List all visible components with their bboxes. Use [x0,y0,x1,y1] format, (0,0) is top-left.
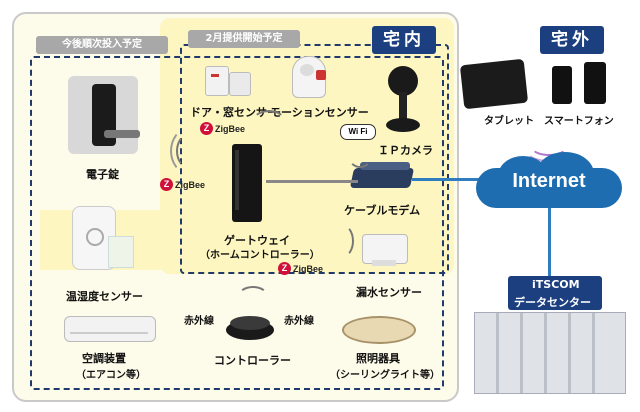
door-lock-label: 電子錠 [86,168,119,181]
outside-title: 宅外 [540,26,604,54]
home-title: 宅内 [372,26,436,54]
thermo-sensor-image [72,206,134,276]
motion-sensor-label: モーションセンサー [270,106,369,119]
datacenter-image [474,312,626,394]
thermo-sensor-label: 温湿度センサー [66,290,143,303]
lighting-image [342,312,416,344]
motion-sensor-image [286,56,336,100]
smartphone-image-2 [584,62,606,104]
cable-modem-label: ケーブルモデム [344,204,421,217]
wave-camera [348,144,372,168]
water-sensor-label: 漏水センサー [356,286,422,299]
tablet-image [459,58,529,110]
link-modem-internet [412,178,480,181]
cable-modem-image [349,162,416,190]
datacenter-label-1: iTSCOM [532,278,580,291]
cable-line [266,180,358,183]
link-internet-datacenter [548,204,551,276]
smartphone-label: スマートフォン [544,116,614,127]
aircon-label-1: 空調装置 [82,352,126,365]
door-lock-image [64,76,148,156]
ir-left-label: 赤外線 [184,316,214,327]
water-sensor-image [362,230,412,270]
gateway-label-2: （ホームコントローラー） [200,250,320,261]
door-sensor-image [205,62,251,96]
controller-image [226,314,276,344]
wave-controller [238,286,268,306]
tag-future: 今後順次投入予定 [36,36,168,54]
lighting-label-1: 照明器具 [356,352,400,365]
internet-cloud: Internet [476,152,624,210]
wave-gateway-top [252,110,286,134]
wave-gateway-left-2 [170,128,206,174]
tablet-label: タブレット [484,116,534,127]
aircon-label-2: （エアコン等） [76,370,146,381]
ip-camera-label: ＩＰカメラ [378,144,433,157]
ir-right-label: 赤外線 [284,316,314,327]
lighting-label-2: （シーリングライト等） [330,370,440,381]
internet-label: Internet [512,170,586,192]
tag-feb: 2月提供開始予定 [188,30,300,48]
dashed-frame [30,56,444,390]
datacenter-title [508,276,602,310]
gateway-image [232,144,268,224]
wave-gateway-right [330,224,354,258]
wifi-badge: Wi Fi [340,124,376,140]
controller-label: コントローラー [214,354,291,367]
ip-camera-image [382,66,426,142]
aircon-image [64,316,156,342]
smartphone-image-1 [552,66,572,104]
gateway-label-1: ゲートウェイ [224,234,290,247]
datacenter-label-2: データセンター [514,296,591,309]
